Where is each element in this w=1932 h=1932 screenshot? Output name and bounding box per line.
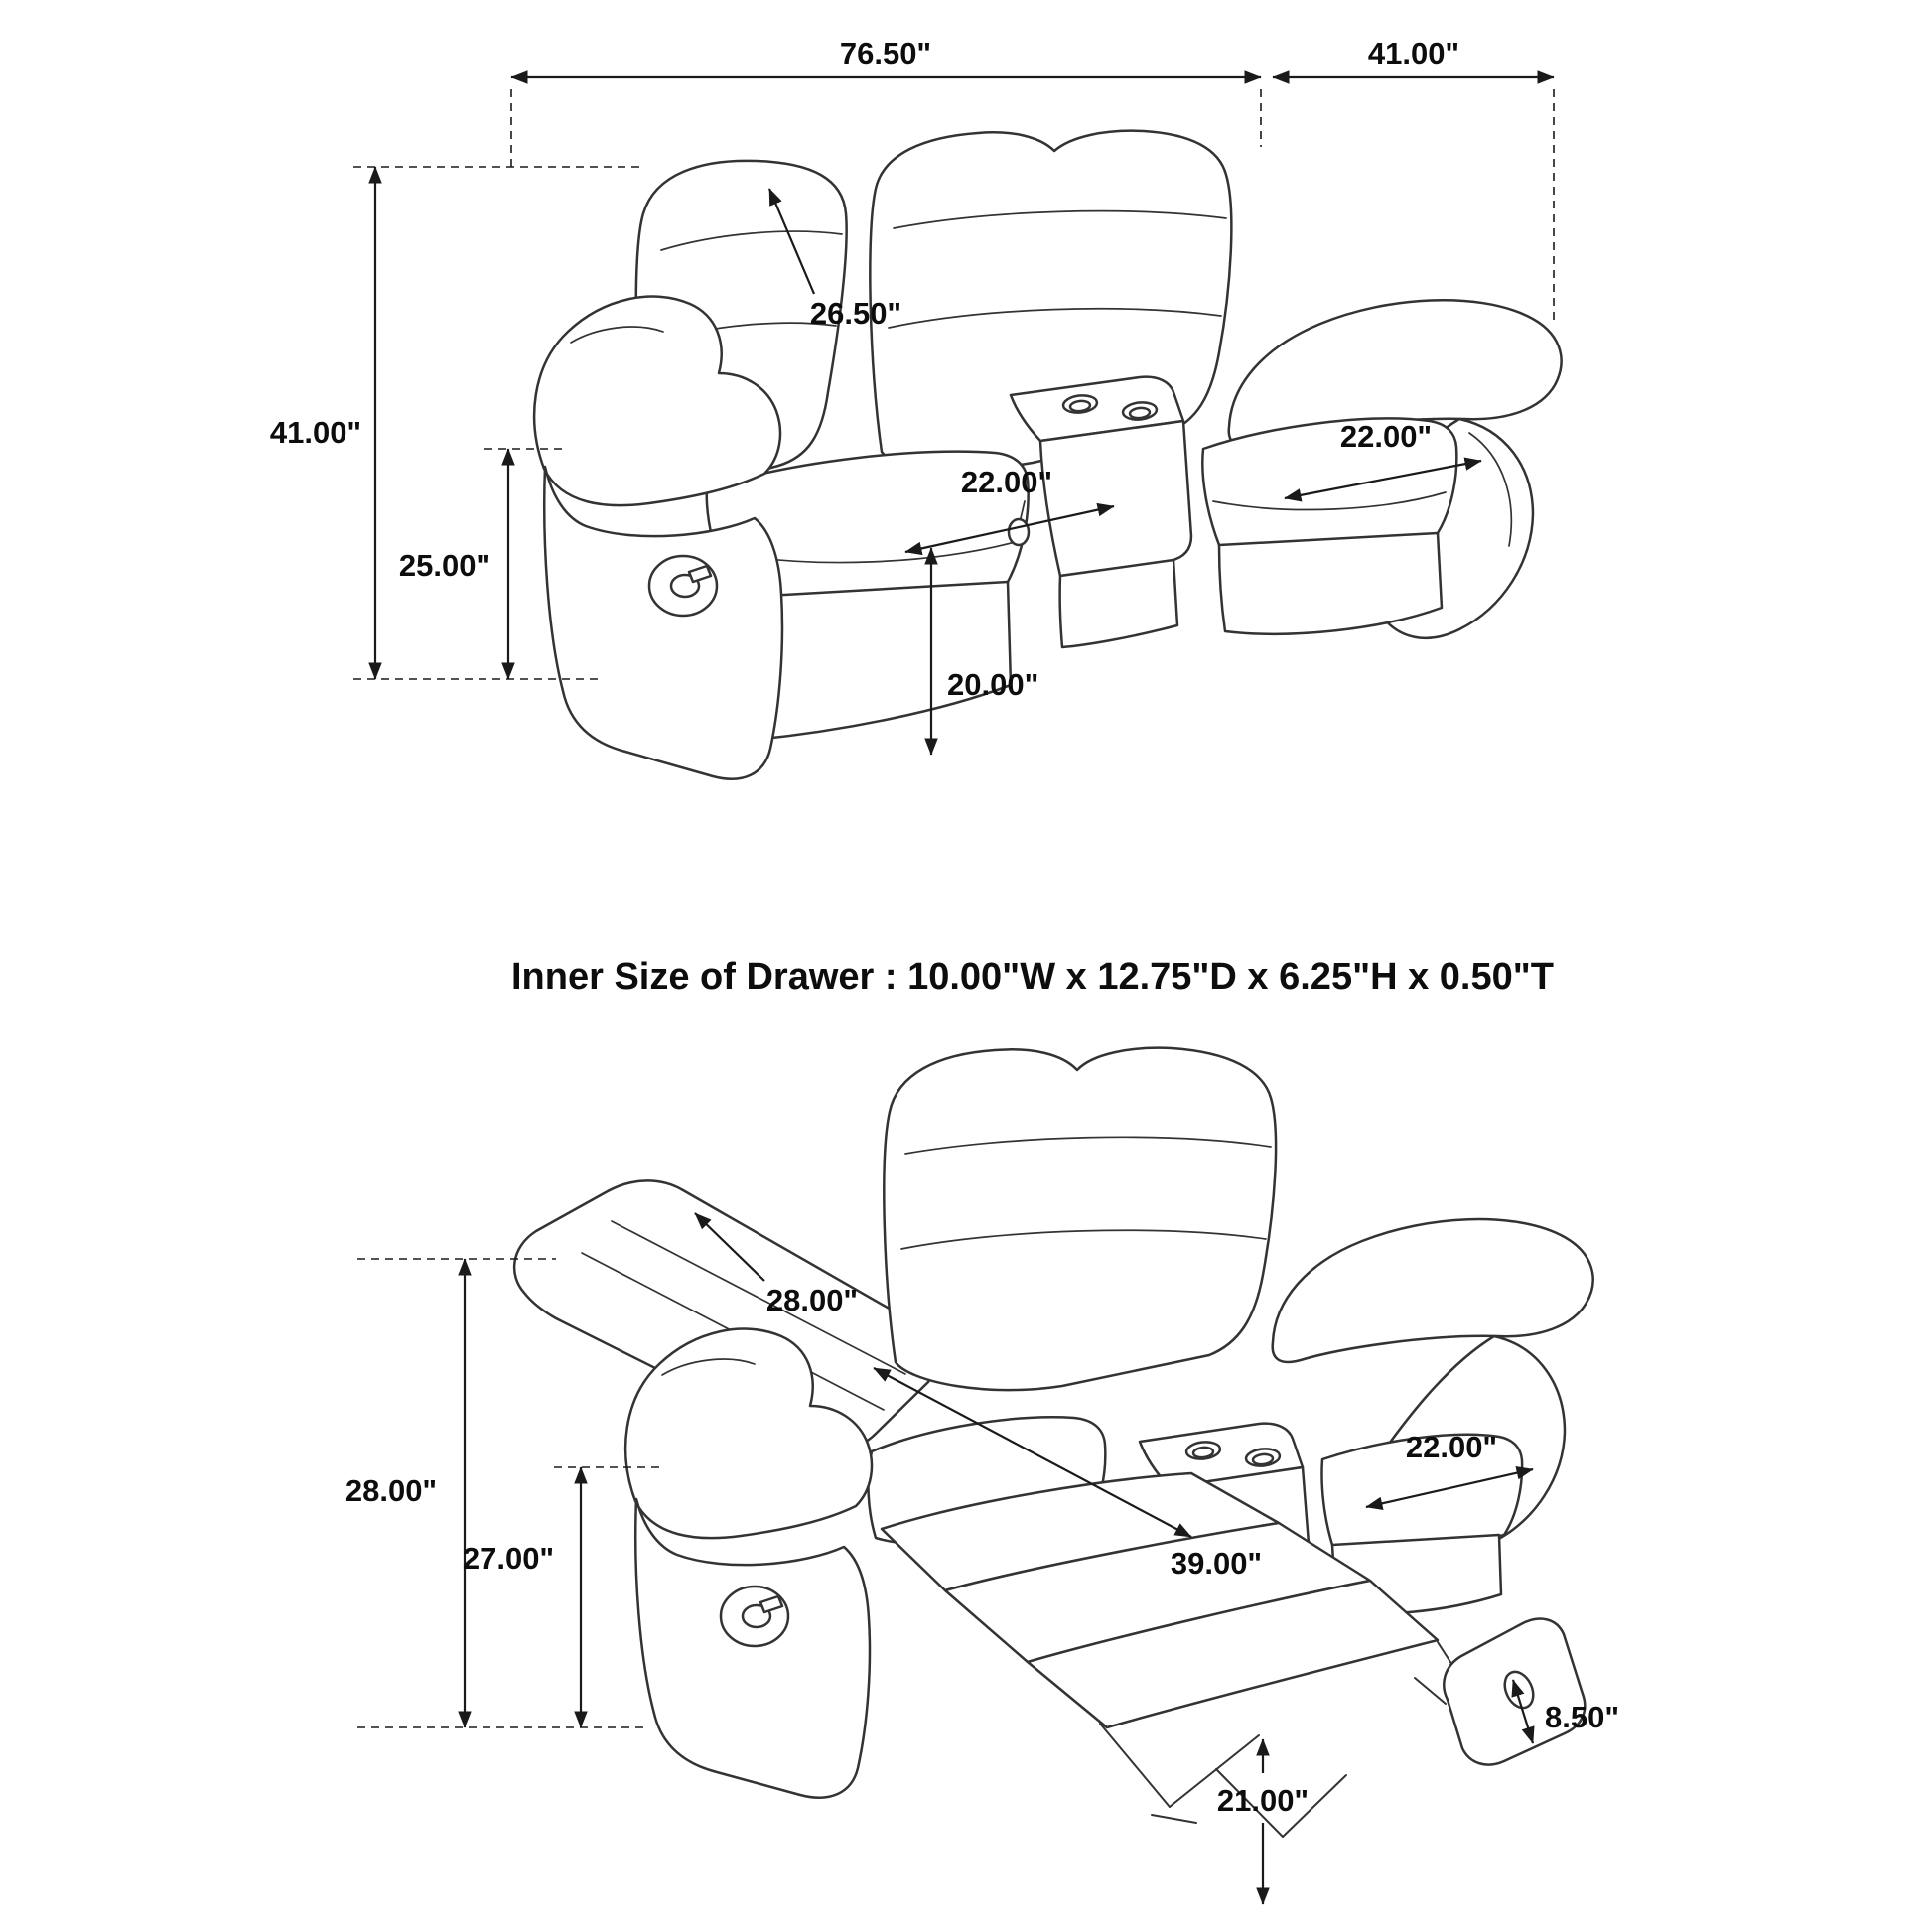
dim-reclined-height: 28.00" bbox=[345, 1258, 645, 1728]
cupholder-right-inner bbox=[1128, 406, 1152, 420]
console-top bbox=[1009, 375, 1185, 443]
dim-back-cushion: 26.50" bbox=[767, 188, 901, 331]
dim-arm-height: 25.00" bbox=[399, 448, 562, 680]
dim-reclined-depth-line bbox=[873, 1367, 1192, 1538]
dim-reclined-back-length: 28.00" bbox=[694, 1212, 858, 1317]
reclined-cupholder-right-inner bbox=[1251, 1452, 1275, 1466]
right-seat-front-panel bbox=[1217, 531, 1444, 635]
dim-footrest-height-label: 21.00" bbox=[1217, 1783, 1309, 1818]
dim-reclined-depth-label: 39.00" bbox=[1171, 1546, 1262, 1581]
dim-overall-width-label: 76.50" bbox=[840, 36, 931, 70]
footrest-panel-3 bbox=[1026, 1579, 1440, 1729]
dim-back-cushion-line bbox=[767, 188, 816, 295]
dim-back-cushion-label: 26.50" bbox=[810, 296, 901, 331]
upright-back-seam-2 bbox=[904, 1136, 1272, 1155]
dim-overall-width: 76.50" bbox=[510, 36, 1262, 167]
reclined-left-arm-roll bbox=[623, 1327, 874, 1540]
dim-reclined-seat-width-label: 22.00" bbox=[1406, 1430, 1497, 1464]
dim-left-seat-width-label: 22.00" bbox=[961, 465, 1052, 499]
upright-back-cushion bbox=[883, 1046, 1278, 1392]
recliner-handle-lever bbox=[687, 564, 713, 584]
cupholder-left-inner bbox=[1068, 399, 1092, 413]
reclined-right-arm-roll bbox=[1271, 1217, 1594, 1364]
mechanism-strut-1 bbox=[1099, 1723, 1171, 1808]
dim-right-seat-width-line bbox=[1284, 457, 1482, 502]
right-back-cushion-seam-1 bbox=[888, 307, 1222, 329]
reclined-left-arm-roll-seam bbox=[661, 1358, 756, 1376]
dim-overall-depth: 41.00" bbox=[1272, 36, 1555, 320]
dim-overall-depth-label: 41.00" bbox=[1368, 36, 1459, 70]
reclined-left-arm-panel bbox=[634, 1497, 872, 1799]
dim-overall-height: 41.00" bbox=[270, 166, 643, 680]
release-pull-loop bbox=[1007, 517, 1031, 547]
dim-reclined-arm-height-label: 27.00" bbox=[463, 1541, 554, 1576]
footrest-pad-link-2 bbox=[1414, 1677, 1447, 1705]
drawer-size-note: Inner Size of Drawer : 10.00"W x 12.75"D… bbox=[511, 956, 1554, 998]
dim-overall-height-label: 41.00" bbox=[270, 415, 361, 450]
dim-seat-height-label: 20.00" bbox=[947, 667, 1038, 702]
reclined-back-seam-2 bbox=[611, 1220, 906, 1375]
mechanism-strut-2 bbox=[1169, 1734, 1260, 1808]
upright-back-seam-1 bbox=[900, 1229, 1267, 1250]
upright-loveseat-drawing bbox=[532, 129, 1563, 780]
dim-footrest-pad: 8.50" bbox=[1511, 1679, 1619, 1744]
dim-reclined-height-label: 28.00" bbox=[345, 1473, 437, 1508]
dim-footrest-height: 21.00" bbox=[1217, 1738, 1309, 1905]
dim-footrest-pad-label: 8.50" bbox=[1545, 1700, 1619, 1734]
dim-reclined-back-length-line bbox=[694, 1212, 765, 1282]
dim-reclined-back-length-label: 28.00" bbox=[766, 1283, 858, 1317]
dim-footrest-pad-line bbox=[1511, 1679, 1535, 1744]
dim-arm-height-label: 25.00" bbox=[399, 548, 490, 583]
right-arm-seam bbox=[1468, 432, 1513, 547]
left-arm-roll-seam bbox=[570, 326, 664, 344]
left-back-cushion-seam-2 bbox=[660, 230, 843, 251]
dim-reclined-seat-width: 22.00" bbox=[1365, 1430, 1534, 1510]
reclined-cupholder-left-inner bbox=[1191, 1446, 1215, 1459]
dim-left-seat-width-line bbox=[904, 502, 1115, 556]
console-base-panel bbox=[1058, 558, 1179, 649]
right-back-cushion-seam-2 bbox=[893, 209, 1227, 229]
reclined-recliner-handle-lever bbox=[759, 1594, 784, 1614]
dim-right-seat-width: 22.00" bbox=[1284, 419, 1482, 502]
dim-right-seat-width-label: 22.00" bbox=[1340, 419, 1432, 454]
dim-reclined-seat-width-line bbox=[1365, 1466, 1534, 1510]
console-front bbox=[1038, 419, 1193, 578]
mechanism-strut-3 bbox=[1215, 1768, 1284, 1838]
left-arm-panel bbox=[543, 465, 784, 780]
mechanism-foot bbox=[1151, 1814, 1197, 1824]
dim-reclined-depth: 39.00" bbox=[873, 1367, 1262, 1581]
dim-left-seat-width: 22.00" bbox=[904, 465, 1115, 556]
left-arm-roll bbox=[532, 295, 782, 507]
dim-reclined-arm-height: 27.00" bbox=[463, 1466, 665, 1728]
mechanism-strut-4 bbox=[1282, 1774, 1347, 1838]
dim-seat-height: 20.00" bbox=[924, 547, 1038, 756]
